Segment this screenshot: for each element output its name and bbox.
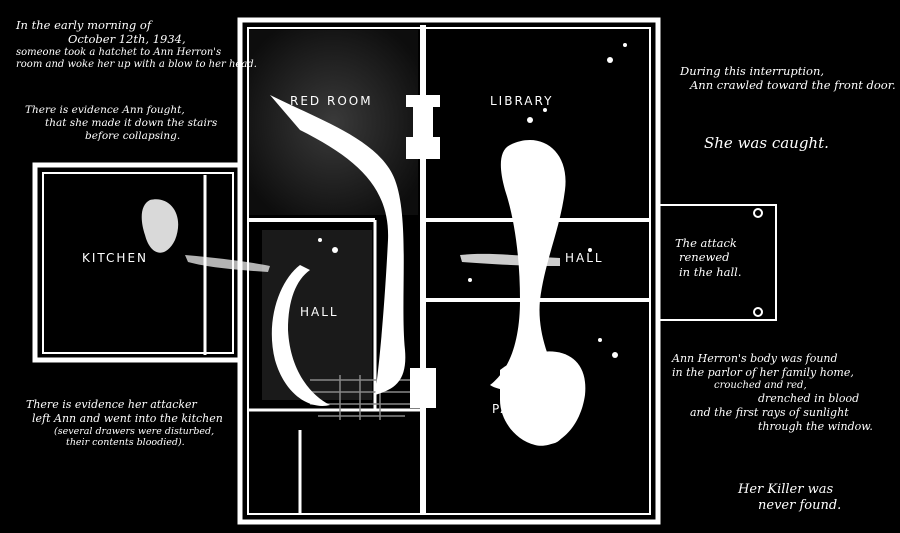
- note-line: renewed: [679, 250, 730, 265]
- note-line: (several drawers were disturbed,: [54, 425, 215, 437]
- note-never-found: Her Killer was never found.: [738, 482, 841, 515]
- note-line: Ann crawled toward the front door.: [690, 78, 896, 93]
- doors: [406, 95, 763, 435]
- note-intro-line: In the early morning of: [16, 18, 152, 32]
- note-line: never found.: [758, 498, 842, 514]
- note-line: through the window.: [758, 419, 873, 433]
- note-line: There is evidence her attacker: [26, 398, 197, 411]
- note-renewed: The attack renewed in the hall.: [675, 236, 742, 279]
- note-line: crouched and red,: [714, 379, 807, 391]
- note-intro-line: room and woke her up with a blow to her …: [16, 59, 257, 71]
- note-line: before collapsing.: [85, 130, 181, 143]
- note-line: and the first rays of sunlight: [690, 405, 849, 419]
- kitchen-label: KITCHEN: [82, 251, 148, 265]
- parlour-label: PARLOUR: [492, 402, 562, 416]
- note-line: drenched in blood: [758, 392, 860, 405]
- note-interruption: During this interruption, Ann crawled to…: [680, 64, 896, 93]
- note-line: in the hall.: [679, 264, 742, 279]
- blood-trail: [141, 43, 627, 446]
- note-kitchen-evidence: There is evidence her attacker left Ann …: [26, 398, 223, 449]
- note-line: their contents bloodied).: [66, 437, 185, 449]
- note-line: There is evidence Ann fought,: [25, 104, 185, 116]
- note-line: During this interruption,: [680, 64, 825, 78]
- note-line: that she made it down the stairs: [45, 117, 218, 130]
- note-caught: She was caught.: [704, 134, 829, 152]
- library-label: LIBRARY: [490, 94, 554, 108]
- hall-left-label: HALL: [300, 305, 339, 319]
- note-intro: In the early morning of October 12th, 19…: [16, 18, 257, 72]
- note-line: left Ann and went into the kitchen: [32, 411, 223, 425]
- note-line: Ann Herron's body was found: [672, 352, 838, 365]
- hall-right-label: HALL: [565, 251, 604, 265]
- note-line: The attack: [675, 236, 737, 250]
- red-room-label: RED ROOM: [290, 94, 373, 108]
- note-evidence-fight: There is evidence Ann fought, that she m…: [25, 104, 217, 143]
- note-line: Her Killer was: [738, 482, 834, 497]
- note-line: in the parlor of her family home,: [672, 365, 854, 379]
- note-intro-line: someone took a hatchet to Ann Herron's: [16, 46, 222, 58]
- note-intro-line: October 12th, 1934,: [68, 32, 186, 47]
- note-body-found: Ann Herron's body was found in the parlo…: [672, 352, 873, 433]
